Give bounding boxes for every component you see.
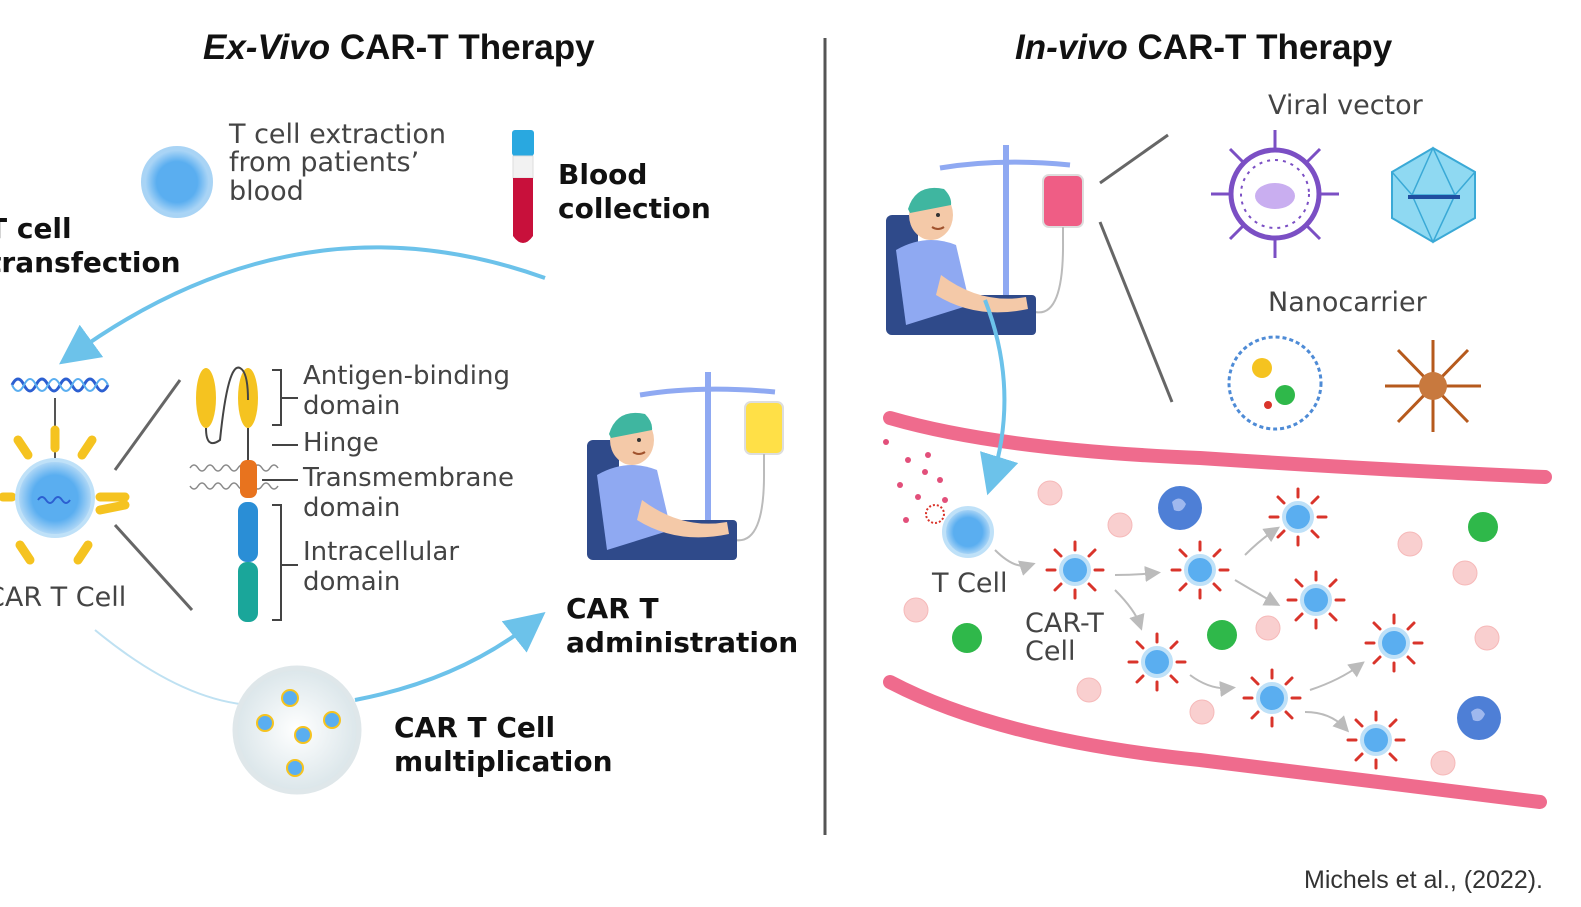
administration-line-2: administration xyxy=(566,625,799,659)
car-t-cell-vessel-line-2: Cell xyxy=(1025,636,1076,668)
transfection-line-1: T cell xyxy=(0,212,72,245)
patient-in-vivo-icon xyxy=(885,145,1084,336)
car-t-cell-vessel-line-1: CAR-T xyxy=(1025,608,1104,639)
blood-collection-label: Blood collection xyxy=(558,158,711,225)
intracellular-label: Intracellular domain xyxy=(303,537,460,598)
petri-dish-icon xyxy=(232,665,362,795)
transmembrane-line-1: Transmembrane xyxy=(303,463,514,493)
car-structure-icon xyxy=(189,366,298,622)
administration-line-1: CAR T xyxy=(566,592,659,625)
viral-vector-label: Viral vector xyxy=(1268,90,1423,121)
in-vivo-title-italic: In-vivo xyxy=(1015,28,1128,67)
blood-collection-line-1: Blood xyxy=(558,158,648,191)
vector-particles xyxy=(883,439,948,523)
intracellular-line-1: Intracellular xyxy=(303,537,460,567)
multiplication-flow-line xyxy=(94,629,251,706)
in-vivo-title: In-vivo CAR-T Therapy xyxy=(1015,28,1392,68)
extraction-label: T cell extraction from patients’ blood xyxy=(229,119,447,207)
extraction-line-2: from patients’ xyxy=(229,147,420,179)
citation: Michels et al., (2022). xyxy=(1304,866,1543,894)
car-t-cell-label: CAR T Cell xyxy=(0,582,127,613)
vessel-wall-bottom xyxy=(883,675,1547,809)
patient-ex-vivo-icon xyxy=(586,372,784,561)
nanocarrier-label: Nanocarrier xyxy=(1268,287,1427,318)
multiplication-label: CAR T Cell multiplication xyxy=(394,711,613,778)
blood-tube-icon xyxy=(512,130,534,243)
t-cell-icon xyxy=(141,146,213,218)
car-t-cell-icon xyxy=(0,425,130,565)
car-t-cell-vessel-label: CAR-T Cell xyxy=(1025,608,1104,668)
transfection-line-2: transfection xyxy=(0,245,181,279)
extraction-line-1: T cell extraction xyxy=(229,119,447,150)
transfection-label: T cell transfection xyxy=(0,212,181,279)
hinge-label: Hinge xyxy=(303,428,379,458)
infusion-arrow xyxy=(980,299,1019,496)
transmembrane-line-2: domain xyxy=(303,492,401,523)
multiplication-line-1: CAR T Cell xyxy=(394,711,556,744)
ex-vivo-title: Ex-Vivo CAR-T Therapy xyxy=(203,28,595,68)
t-cell-label: T Cell xyxy=(932,568,1008,599)
blood-collection-line-2: collection xyxy=(558,191,711,225)
administration-label: CAR T administration xyxy=(566,592,798,659)
vessel-wall-top xyxy=(883,411,1552,484)
ex-vivo-title-italic: Ex-Vivo xyxy=(203,28,331,67)
neutrophil-cells xyxy=(1158,486,1501,740)
transfection-arrow xyxy=(59,245,546,365)
red-blood-cells xyxy=(903,480,1500,776)
vessel-t-cell-icon xyxy=(942,506,994,558)
antigen-binding-label: Antigen-binding domain xyxy=(303,361,510,422)
extraction-line-3: blood xyxy=(229,175,304,207)
green-cells xyxy=(952,512,1498,653)
capsid-icon xyxy=(1391,146,1476,244)
intracellular-line-2: domain xyxy=(303,566,401,597)
dendrimer-icon xyxy=(1385,340,1481,432)
administration-arrow xyxy=(354,612,546,702)
multiplication-line-2: multiplication xyxy=(394,744,613,778)
virus-icon xyxy=(1211,130,1339,258)
in-vivo-title-rest: CAR-T Therapy xyxy=(1127,28,1393,67)
liposome-icon xyxy=(1227,335,1323,431)
transmembrane-label: Transmembrane domain xyxy=(303,463,514,524)
antigen-line-1: Antigen-binding xyxy=(303,361,510,391)
antigen-line-2: domain xyxy=(303,390,401,421)
vector-particle-icon xyxy=(925,504,945,524)
ex-vivo-title-rest: CAR-T Therapy xyxy=(330,28,595,67)
